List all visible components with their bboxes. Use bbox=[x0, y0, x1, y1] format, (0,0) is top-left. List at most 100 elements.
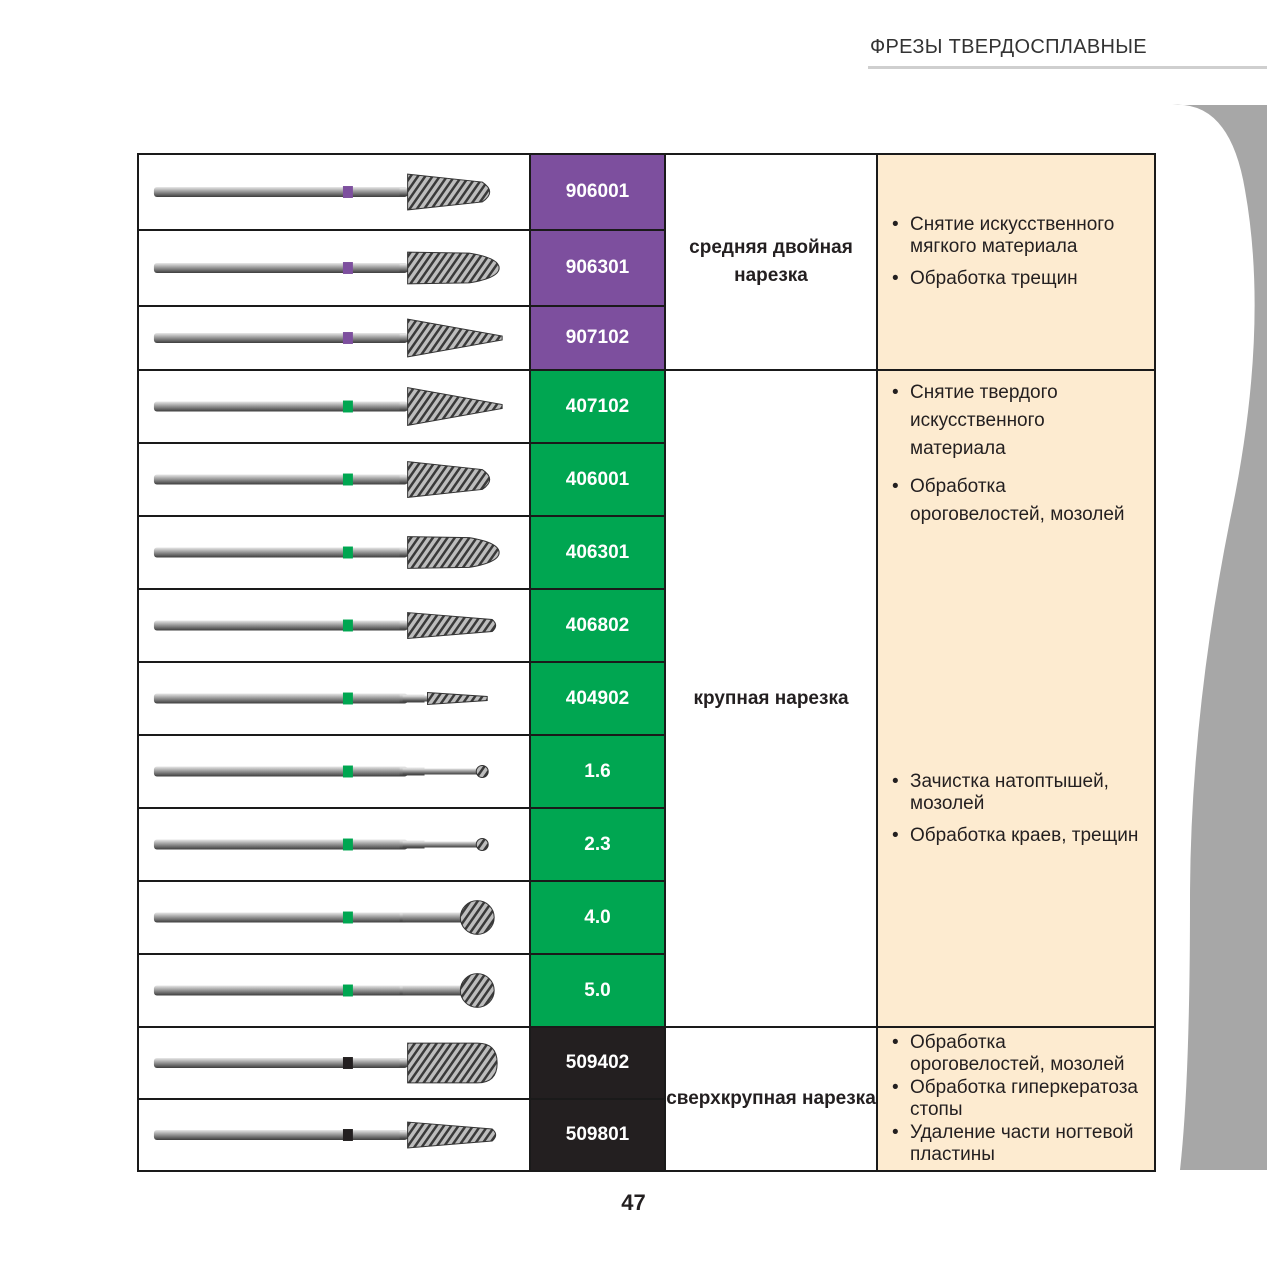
usage-item: Удаление части ногтевой пластины bbox=[888, 1122, 1144, 1166]
burr-drill-image bbox=[153, 173, 491, 211]
burr-image bbox=[137, 734, 531, 809]
table-row: 509402 сверхкрупная нарезка Обработка ор… bbox=[137, 1026, 1156, 1172]
burr-cutting-head bbox=[459, 900, 495, 935]
product-code: 2.3 bbox=[529, 807, 666, 882]
burr-cutting-head bbox=[407, 387, 503, 426]
grain-type: крупная нарезка bbox=[664, 369, 878, 1028]
burr-image bbox=[137, 153, 531, 231]
table-row: 907102 bbox=[137, 305, 1155, 371]
product-code: 406301 bbox=[529, 515, 666, 590]
page-number: 47 bbox=[621, 1190, 646, 1215]
table-row: 2.3 bbox=[137, 807, 1155, 882]
usage-cell: Обработка ороговелостей, мозолей Обработ… bbox=[876, 1026, 1156, 1172]
burr-color-band bbox=[342, 692, 353, 705]
burr-image bbox=[137, 229, 531, 307]
burr-image bbox=[137, 305, 531, 371]
grain-type: сверхкрупная нарезка bbox=[664, 1026, 878, 1172]
burr-drill-image bbox=[153, 1121, 497, 1149]
usage-item: Снятие твердого искусственного материала bbox=[888, 379, 1144, 463]
table-row: 509801 bbox=[137, 1098, 1155, 1172]
usage-item: Обработка ороговелостей, мозолей bbox=[888, 473, 1144, 529]
burr-color-band bbox=[342, 1057, 353, 1069]
burr-shank bbox=[153, 620, 408, 631]
burr-cutting-head bbox=[475, 765, 489, 778]
burr-color-band bbox=[342, 838, 353, 851]
usage-list-lower: Зачистка натоптышей, мозолей Обработка к… bbox=[878, 771, 1154, 847]
usage-item: Обработка гиперкератоза стопы bbox=[888, 1077, 1144, 1121]
burr-cutting-head bbox=[407, 612, 497, 639]
table-row: 5.0 bbox=[137, 953, 1155, 1028]
product-code: 4.0 bbox=[529, 880, 666, 955]
product-code: 406802 bbox=[529, 588, 666, 663]
burr-shank bbox=[153, 912, 408, 923]
table-row: 407102 крупная нарезка Снятие твердого и… bbox=[137, 369, 1156, 1028]
burr-cutting-head bbox=[407, 1121, 497, 1149]
burr-cutting-head bbox=[427, 691, 488, 706]
table-row: 406301 bbox=[137, 515, 1155, 590]
burr-color-band bbox=[342, 619, 353, 632]
table-row: 406001 bbox=[137, 442, 1155, 517]
table-row: 406802 bbox=[137, 588, 1155, 663]
table-row: 1.6 bbox=[137, 734, 1155, 809]
burr-drill-image bbox=[153, 900, 495, 935]
burr-cutting-head bbox=[407, 536, 500, 569]
burr-shank bbox=[153, 333, 408, 343]
burr-drill-image bbox=[153, 461, 491, 498]
product-code: 407102 bbox=[529, 369, 666, 444]
usage-item: Зачистка натоптышей, мозолей bbox=[888, 771, 1144, 815]
burr-image bbox=[137, 880, 531, 955]
grain-type: средняя двойная нарезка bbox=[664, 153, 878, 371]
burr-image bbox=[137, 442, 531, 517]
header-rule bbox=[868, 66, 1267, 69]
burr-cutting-head bbox=[407, 461, 491, 498]
burr-color-band bbox=[342, 332, 353, 344]
burr-drill-image bbox=[153, 612, 497, 639]
burr-cutting-head bbox=[407, 173, 491, 211]
burr-drill-image bbox=[153, 536, 500, 569]
burr-shank bbox=[153, 766, 408, 777]
table-row: 906001 средняя двойная нарезка Снятие ис… bbox=[137, 153, 1156, 371]
burr-shank bbox=[153, 474, 408, 485]
burr-cutting-head bbox=[407, 1042, 498, 1084]
burr-cutting-head bbox=[475, 838, 489, 851]
usage-list: Обработка ороговелостей, мозолей Обработ… bbox=[878, 1032, 1154, 1166]
product-code: 907102 bbox=[529, 305, 666, 371]
product-code: 406001 bbox=[529, 442, 666, 517]
product-code: 404902 bbox=[529, 661, 666, 736]
burr-cutting-head bbox=[407, 251, 500, 285]
usage-cell: Снятие искусственного мягкого материала … bbox=[876, 153, 1156, 371]
burr-drill-image bbox=[153, 838, 489, 851]
burr-color-band bbox=[342, 400, 353, 413]
product-code: 5.0 bbox=[529, 953, 666, 1028]
burr-shank bbox=[153, 985, 408, 996]
burr-color-band bbox=[342, 186, 353, 198]
burr-image bbox=[137, 661, 531, 736]
burr-drill-image bbox=[153, 251, 500, 285]
usage-list-upper: Снятие твердого искусственного материала… bbox=[878, 379, 1154, 529]
burr-drill-image bbox=[153, 1042, 498, 1084]
burr-color-band bbox=[342, 262, 353, 274]
burr-color-band bbox=[342, 984, 353, 997]
burr-image bbox=[137, 1098, 531, 1172]
table-row: 4.0 bbox=[137, 880, 1155, 955]
burr-image bbox=[137, 369, 531, 444]
burr-drill-image bbox=[153, 765, 489, 778]
usage-item: Обработка трещин bbox=[888, 268, 1144, 290]
table-row: 404902 bbox=[137, 661, 1155, 736]
burr-drill-image bbox=[153, 387, 503, 426]
burr-shank bbox=[153, 1130, 408, 1140]
burr-image bbox=[137, 588, 531, 663]
burr-image bbox=[137, 953, 531, 1028]
burr-color-band bbox=[342, 1129, 353, 1141]
burr-drill-image bbox=[153, 973, 495, 1008]
burr-color-band bbox=[342, 546, 353, 559]
burr-catalog-table: 906001 средняя двойная нарезка Снятие ис… bbox=[137, 153, 1156, 1172]
product-code: 1.6 bbox=[529, 734, 666, 809]
product-code: 906301 bbox=[529, 229, 666, 307]
usage-item: Обработка ороговелостей, мозолей bbox=[888, 1032, 1144, 1076]
burr-cutting-head bbox=[459, 973, 495, 1008]
table-row: 906301 bbox=[137, 229, 1155, 307]
decorative-side-wave bbox=[1172, 104, 1267, 1171]
burr-image bbox=[137, 807, 531, 882]
product-code: 509801 bbox=[529, 1098, 666, 1172]
